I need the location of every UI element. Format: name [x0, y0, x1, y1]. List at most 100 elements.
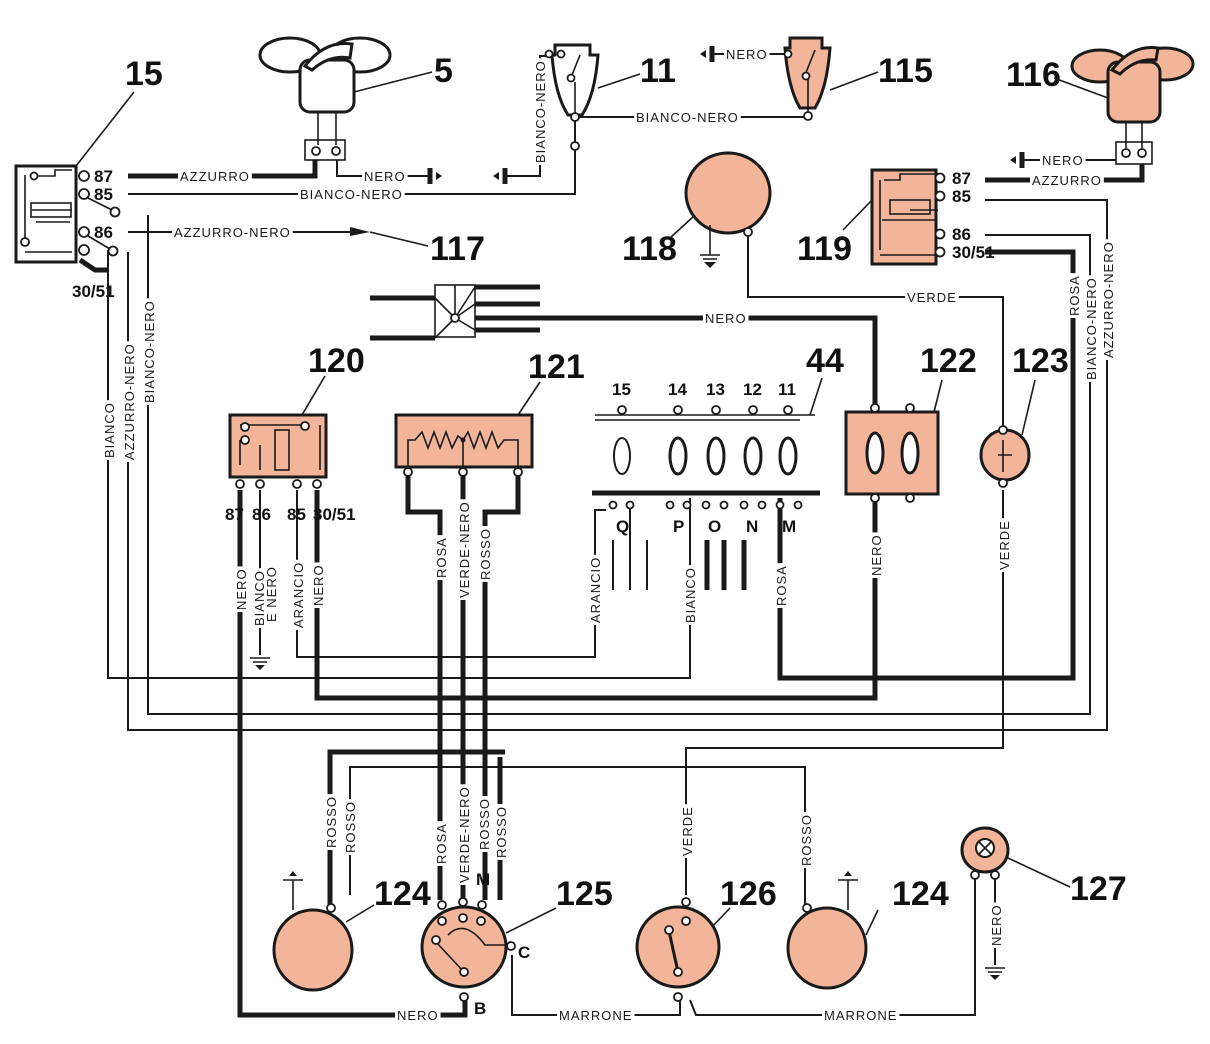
wire-120-87-nero: [237, 490, 468, 1018]
wire-label: ROSSO: [343, 801, 358, 853]
label-5: 5: [434, 52, 453, 90]
fuse-14[interactable]: [668, 405, 688, 476]
wire-label: BIANCO: [102, 402, 117, 458]
switch-126[interactable]: [635, 897, 721, 1002]
fuse-holder-122[interactable]: [844, 403, 940, 503]
wire-label: VERDE-NERO: [457, 786, 472, 883]
wire-label: AZZURRO-NERO: [1101, 241, 1116, 358]
relay-120[interactable]: [228, 413, 328, 489]
fuse-11[interactable]: [778, 405, 798, 476]
wire-label: ROSSO: [799, 814, 814, 866]
wire-label: ROSA: [434, 537, 449, 578]
wire-label: NERO: [397, 1008, 439, 1023]
fuse-group-O: O: [708, 517, 721, 536]
lamp-127[interactable]: [960, 826, 1010, 880]
wire-label: VERDE: [907, 290, 957, 305]
wire-label: ROSA: [1067, 275, 1082, 316]
wire-label: BIANCO: [252, 570, 267, 626]
relay-119-pin-87: 87: [952, 169, 971, 188]
ground-icon: [700, 46, 715, 62]
wire-main-nero: [460, 315, 878, 410]
wiper-motor-5[interactable]: [258, 36, 392, 161]
wire-label: ROSSO: [478, 528, 493, 580]
wire-label: NERO: [705, 311, 747, 326]
wire-label: NERO: [364, 169, 406, 184]
horn-118[interactable]: [684, 151, 772, 268]
label-124-right: 124: [892, 875, 949, 913]
label-121: 121: [528, 348, 585, 386]
ground-icon: [1010, 152, 1025, 168]
label-120: 120: [308, 342, 365, 380]
fuse-group-Q: Q: [616, 517, 629, 536]
fuse-number-12: 12: [743, 380, 762, 399]
wire-label: VERDE: [680, 806, 695, 856]
wire-label: ROSSO: [324, 796, 339, 848]
connector-block[interactable]: [434, 284, 476, 339]
wire-labels-vertical: BIANCO-NERO BIANCO AZZURRO-NERO BIANCO-N…: [102, 58, 1117, 948]
fuse-box-44[interactable]: [592, 405, 820, 510]
wire-label: VERDE-NERO: [457, 501, 472, 598]
wire-label: ROSSO: [494, 806, 509, 858]
resistor-121[interactable]: [394, 413, 534, 477]
label-119: 119: [797, 230, 852, 268]
fuse-number-13: 13: [706, 380, 725, 399]
fuse-13[interactable]: [706, 405, 726, 476]
relay-119-pin-30-51: 30/51: [952, 243, 995, 262]
indicator-123[interactable]: [979, 425, 1031, 488]
arrow-icon: [350, 227, 370, 236]
relay-15-pin-30-51: 30/51: [72, 282, 115, 301]
wire-label: BIANCO: [683, 567, 698, 623]
relay-119[interactable]: [870, 168, 946, 266]
relay-120-pin-86: 86: [252, 505, 271, 524]
relay-120-pin-30-51: 30/51: [313, 505, 356, 524]
wire-label: BIANCO-NERO: [533, 60, 548, 163]
wire-label: BIANCO-NERO: [1084, 277, 1099, 380]
wire-label: AZZURRO: [180, 169, 250, 184]
wire-label: NERO: [989, 904, 1004, 946]
wire-label: ROSA: [774, 565, 789, 606]
wire-label: ARANCIO: [588, 557, 603, 623]
wire-119-rosa: [777, 249, 1076, 681]
label-116: 116: [1006, 56, 1061, 94]
wire-15-azzurro-nero: [127, 199, 1108, 731]
switch-125[interactable]: [420, 897, 516, 1002]
leader-117: [369, 231, 429, 247]
wire-label: NERO: [869, 534, 884, 576]
wire-label: BIANCO-NERO: [142, 300, 157, 403]
switch-115[interactable]: [783, 36, 832, 121]
ground-icon: [985, 967, 1005, 980]
ground-icon: [493, 168, 508, 184]
wire-label: AZZURRO: [1032, 173, 1102, 188]
wire-label: NERO: [726, 47, 768, 62]
wire-118-verde: [747, 233, 1004, 430]
wire-label: NERO: [234, 568, 249, 610]
relay-15-pin-85: 85: [94, 185, 113, 204]
label-125: 125: [556, 875, 613, 913]
pump-124-left[interactable]: [272, 871, 354, 992]
pump-124-right[interactable]: [786, 871, 868, 990]
label-117: 117: [430, 230, 485, 268]
wire-label: NERO: [1042, 153, 1084, 168]
fuse-15[interactable]: [613, 405, 631, 475]
wire-121-rosa: [405, 470, 443, 900]
ground-icon: [427, 168, 442, 184]
switch-11[interactable]: [544, 43, 600, 151]
label-15: 15: [125, 55, 163, 93]
relay-15[interactable]: [14, 164, 121, 264]
wire-label: ROSSO: [477, 798, 492, 850]
wire-label: ARANCIO: [291, 562, 306, 628]
fuse-number-14: 14: [668, 380, 687, 399]
relay-120-pin-85: 85: [287, 505, 306, 524]
label-11: 11: [640, 52, 676, 90]
fuse-12[interactable]: [743, 405, 763, 476]
fuse-number-15: 15: [612, 380, 631, 399]
label-127: 127: [1070, 870, 1127, 908]
switch-125-pin-C: C: [518, 943, 530, 962]
wire-label: ROSA: [434, 823, 449, 864]
wiper-motor-116[interactable]: [1070, 45, 1195, 165]
label-118: 118: [622, 230, 677, 268]
wire-labels: AZZURRO NERO BIANCO-NERO AZZURRO-NERO BI…: [172, 46, 1104, 1023]
relay-15-pin-86: 86: [94, 223, 113, 242]
